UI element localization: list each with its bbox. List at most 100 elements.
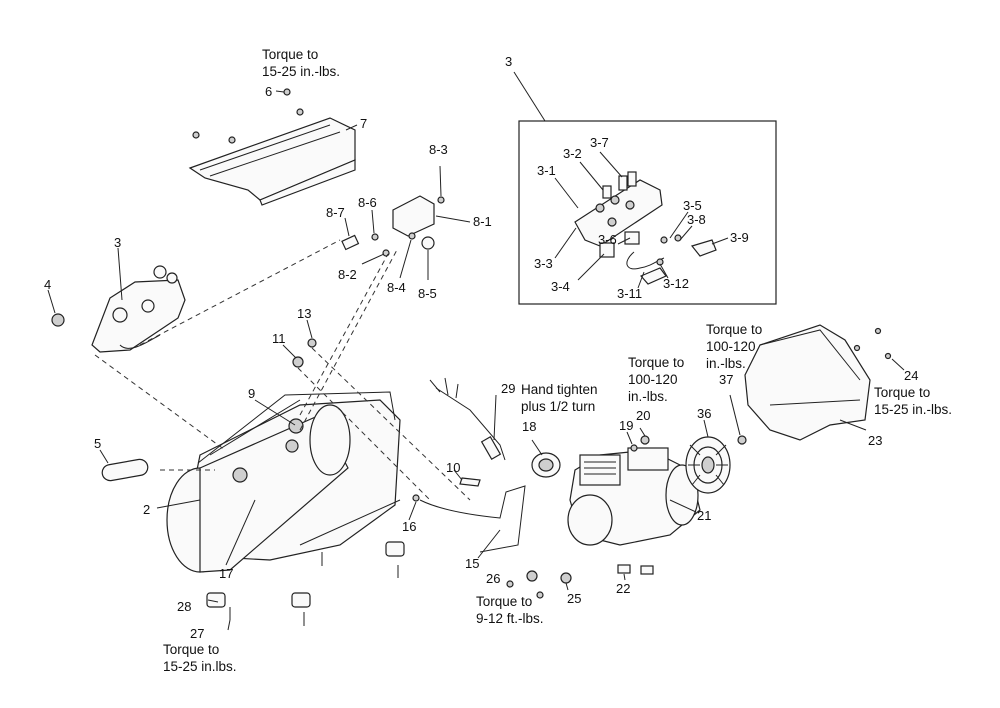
- inset-port: [595, 203, 605, 213]
- fitting-8-4: [408, 232, 416, 240]
- label-22: 22: [616, 581, 630, 596]
- part-22: [640, 565, 654, 575]
- note-foot-torque: Torque to 15-25 in.lbs.: [163, 642, 237, 674]
- manifold-valve: [153, 265, 167, 279]
- screw-24: [884, 352, 892, 360]
- label-21: 21: [697, 508, 711, 523]
- inset-clip: [640, 267, 667, 285]
- label-3-12: 3-12: [663, 276, 689, 291]
- motor-box: [627, 447, 669, 471]
- label-8-3: 8-3: [429, 142, 448, 157]
- note-shroud-bolt-torque: Torque to 100-120 in.-lbs.: [706, 322, 766, 371]
- part-11: [292, 356, 304, 368]
- label-15: 15: [465, 556, 479, 571]
- label-24: 24: [904, 368, 918, 383]
- tank-port: [285, 439, 299, 453]
- screw-6: [228, 136, 236, 144]
- label-20: 20: [636, 408, 650, 423]
- inset-port: [607, 217, 617, 227]
- label-13: 13: [297, 306, 311, 321]
- label-26: 26: [486, 571, 500, 586]
- cover-lip: [259, 159, 356, 206]
- part-22: [617, 564, 631, 574]
- label-8-7: 8-7: [326, 205, 345, 220]
- label-3-3: 3-3: [534, 256, 553, 271]
- label-10: 10: [446, 460, 460, 475]
- part-5: [101, 458, 149, 482]
- tank-port: [232, 467, 248, 483]
- pump-endcap: [567, 494, 613, 546]
- inset-valve: [627, 171, 637, 187]
- fitting-8-2: [382, 249, 390, 257]
- manifold-valve: [166, 272, 178, 284]
- screw-6: [192, 131, 200, 139]
- cord-29: [435, 387, 506, 461]
- inset-assembly-3: [513, 71, 777, 305]
- label-3-5: 3-5: [683, 198, 702, 213]
- tank-port: [288, 418, 304, 434]
- label-3-8: 3-8: [687, 212, 706, 227]
- label-3-11: 3-11: [617, 286, 642, 301]
- switch-screw: [437, 196, 445, 204]
- label-19: 19: [619, 418, 633, 433]
- label-2: 2: [143, 502, 150, 517]
- bolt-37: [737, 435, 747, 445]
- bolt-26: [506, 580, 514, 588]
- label-3-inset: 3: [505, 54, 512, 69]
- note-cover-torque: Torque to 15-25 in.-lbs.: [262, 47, 340, 79]
- tank-rear-end: [309, 404, 351, 476]
- label-25: 25: [567, 591, 581, 606]
- manifold-gauge: [112, 307, 128, 323]
- label-8-2: 8-2: [338, 267, 357, 282]
- note-pump-mount-torque: Torque to 9-12 ft.-lbs.: [476, 594, 544, 626]
- frame-handle: [197, 391, 396, 464]
- label-3-7: 3-7: [590, 135, 609, 150]
- fitting-8-6: [371, 233, 379, 241]
- plug-20: [640, 435, 650, 445]
- inset-port: [625, 200, 635, 210]
- label-23: 23: [868, 433, 882, 448]
- label-37: 37: [719, 372, 733, 387]
- label-3-1: 3-1: [537, 163, 556, 178]
- shroud-body: [744, 324, 871, 441]
- label-3-4: 3-4: [551, 279, 570, 294]
- assembly-lines: [94, 239, 471, 501]
- inset-port: [610, 195, 620, 205]
- nut-25: [526, 570, 538, 582]
- label-28: 28: [177, 599, 191, 614]
- label-5: 5: [94, 436, 101, 451]
- note-shroud-screw-torque: Torque to 15-25 in.-lbs.: [874, 385, 952, 417]
- label-8-6: 8-6: [358, 195, 377, 210]
- inset-leader: [513, 71, 546, 122]
- label-8-1: 8-1: [473, 214, 492, 229]
- pump-motor-21: [506, 427, 701, 599]
- nut-25: [560, 572, 572, 584]
- tank-frame: [99, 319, 405, 631]
- part-13: [307, 338, 317, 348]
- instruction-notes: Torque to 15-25 in.-lbs. Hand tighten pl…: [163, 47, 952, 674]
- hoses-and-cord: [408, 377, 526, 559]
- manifold-port: [141, 299, 155, 313]
- inset-coupler: [624, 231, 640, 245]
- part-19: [630, 444, 638, 452]
- note-hand-tighten: Hand tighten plus 1/2 turn: [521, 382, 601, 414]
- bolt-26: [536, 591, 544, 599]
- foot-28: [385, 541, 405, 557]
- label-16: 16: [402, 519, 416, 534]
- screw-6: [296, 108, 304, 116]
- manifold-body: [91, 279, 186, 353]
- inset-fitting: [660, 236, 668, 244]
- inset-fitting: [674, 234, 682, 242]
- part-16: [412, 494, 420, 502]
- cover-7: [188, 88, 358, 206]
- coupler-4: [51, 313, 65, 327]
- part-number-labels: 2 3 3 4 5 6 7 8-1 8-2 8-3 8-4 8-5 8-6 8-…: [44, 54, 918, 641]
- inset-valve: [618, 175, 628, 191]
- screw-24: [853, 344, 861, 352]
- cover-plate: [188, 117, 356, 201]
- label-3-6: 3-6: [598, 232, 617, 247]
- tube-15: [419, 485, 526, 553]
- label-8-4: 8-4: [387, 280, 406, 295]
- fitting-8-7: [341, 234, 360, 251]
